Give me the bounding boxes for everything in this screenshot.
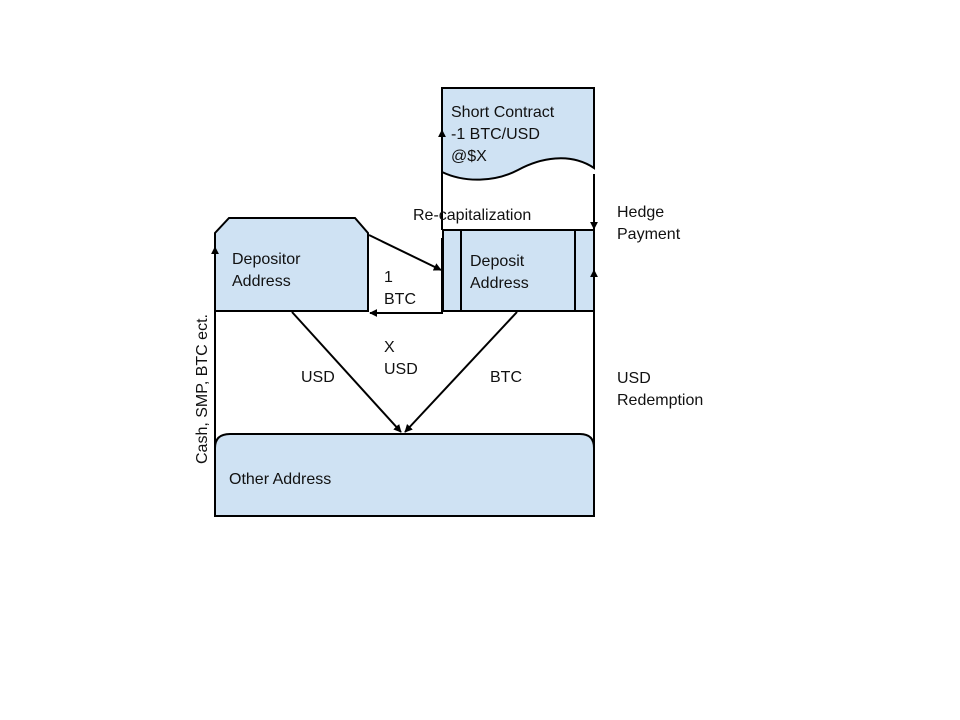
short-contract-shape: [441, 87, 595, 181]
usd-redemption-label-2: Redemption: [617, 392, 703, 409]
short-contract-line-2: -1 BTC/USD: [451, 126, 540, 143]
other-address-label: Other Address: [229, 471, 331, 488]
hedge-payment-label-2: Payment: [617, 226, 681, 243]
depositor-address-line-2: Address: [232, 273, 291, 290]
depositor-address-line-1: Depositor: [232, 251, 301, 268]
depositor-address-node: Depositor Address: [214, 217, 369, 312]
one-btc-arrow: [369, 238, 443, 317]
deposit-address-line-1: Deposit: [470, 253, 525, 270]
deposit-address-shape: [442, 229, 595, 312]
hedge-payment-label-1: Hedge: [617, 204, 664, 221]
depositor-address-shape: [214, 217, 369, 312]
other-address-shape: [214, 433, 595, 517]
btc-label: BTC: [490, 369, 522, 386]
deposit-address-node: Deposit Address: [442, 229, 595, 312]
other-address-node: Other Address: [214, 433, 595, 517]
deposit-address-line-2: Address: [470, 275, 529, 292]
one-btc-label-1: 1: [384, 269, 393, 286]
usd-redemption-label-1: USD: [617, 370, 651, 387]
short-contract-line-3: @$X: [451, 148, 487, 165]
one-btc-label-2: BTC: [384, 291, 416, 308]
usd-label: USD: [301, 369, 335, 386]
recapitalization-label: Re-capitalization: [413, 207, 531, 224]
depositor-to-deposit-arrow: [368, 234, 442, 271]
x-usd-label-1: X: [384, 339, 395, 356]
btc-arrow: [404, 311, 518, 433]
short-contract-line-1: Short Contract: [451, 104, 555, 121]
cash-inputs-label: Cash, SMP, BTC ect.: [194, 314, 211, 464]
usd-arrow: [291, 311, 402, 433]
x-usd-label-2: USD: [384, 361, 418, 378]
short-contract-node: Short Contract -1 BTC/USD @$X: [441, 87, 595, 181]
